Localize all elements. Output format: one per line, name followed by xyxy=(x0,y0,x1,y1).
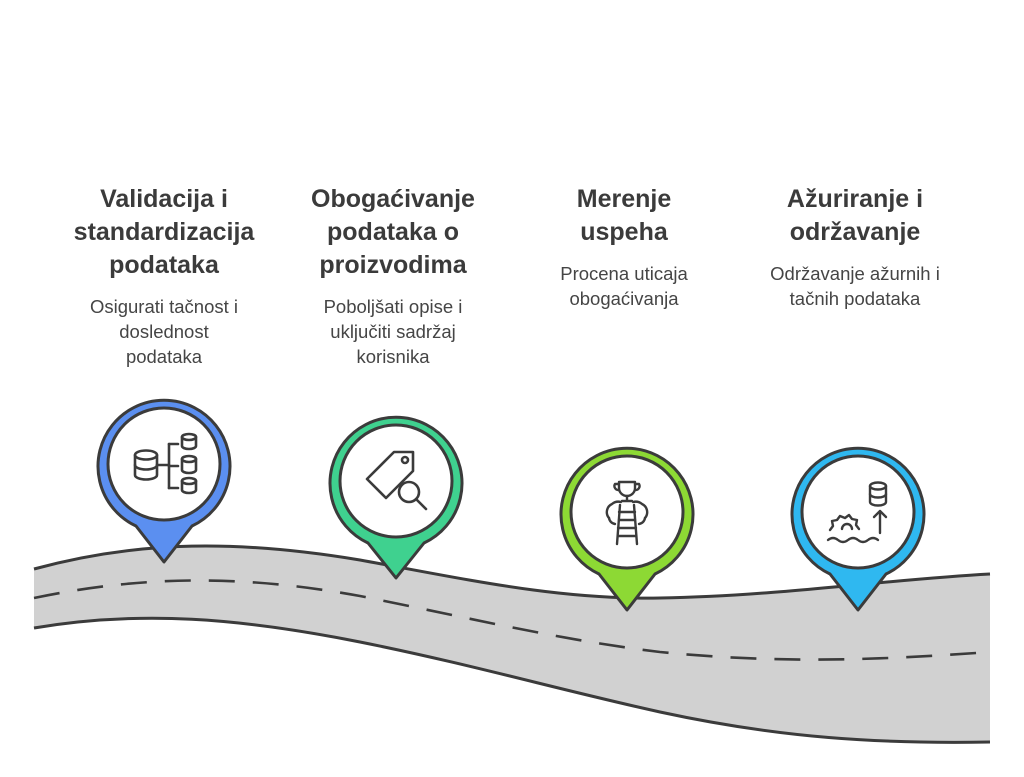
step-1-description: Osigurati tačnost i doslednost podataka xyxy=(89,296,239,367)
step-3-text: Merenje uspeha Procena uticaja obogaćiva… xyxy=(514,183,734,311)
trophy-ladder-icon xyxy=(605,480,649,546)
step-3-title: Merenje uspeha xyxy=(576,185,672,246)
pin-2-marker xyxy=(328,415,464,580)
database-hierarchy-icon xyxy=(133,432,198,495)
pin-1-marker xyxy=(96,398,232,564)
step-4-text: Ažuriranje i održavanje Održavanje ažurn… xyxy=(745,183,965,311)
pin-3-marker xyxy=(559,446,695,612)
step-1-text: Validacija i standardizacija podataka Os… xyxy=(54,183,274,369)
road-center-dashes xyxy=(33,579,991,661)
step-2-description: Poboljšati opise i uključiti sadržaj kor… xyxy=(323,296,463,367)
step-1-title: Validacija i standardizacija podataka xyxy=(73,185,255,279)
database-update-icon xyxy=(826,481,888,544)
step-4-title: Ažuriranje i održavanje xyxy=(786,185,924,246)
road-top-edge xyxy=(33,544,991,600)
road-bottom-edge xyxy=(33,616,991,744)
step-2-title: Obogaćivanje podataka o proizvodima xyxy=(311,185,475,279)
step-2-text: Obogaćivanje podataka o proizvodima Pobo… xyxy=(283,183,503,369)
tag-search-icon xyxy=(365,450,428,511)
step-4-description: Održavanje ažurnih i tačnih podataka xyxy=(770,263,940,309)
step-3-description: Procena uticaja obogaćivanja xyxy=(560,263,688,309)
pin-4-marker xyxy=(790,446,926,612)
